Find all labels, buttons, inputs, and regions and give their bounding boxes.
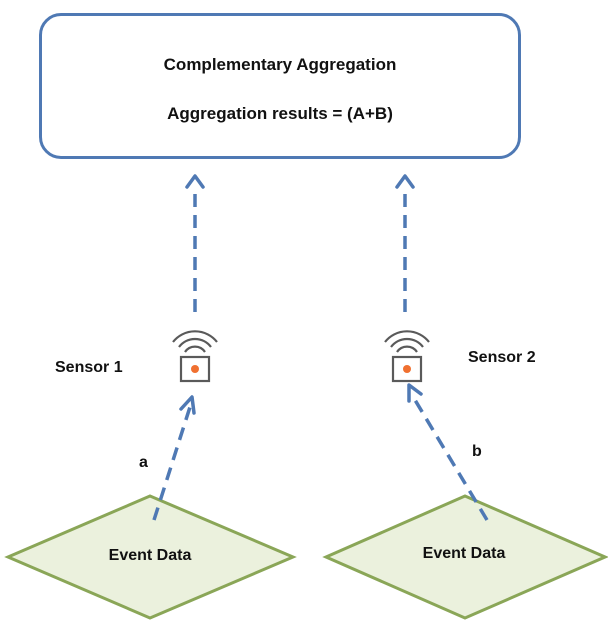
aggregation-formula: Aggregation results = (A+B) xyxy=(167,104,393,123)
arrow-event2-to-sensor2 xyxy=(407,383,489,521)
wireless-sensor-icon xyxy=(384,330,430,383)
sensor-1-label: Sensor 1 xyxy=(55,359,123,376)
event-data-diamond-2 xyxy=(322,494,608,620)
edge-label-a: a xyxy=(139,454,148,471)
edge-label-b: b xyxy=(472,443,482,460)
arrow-event1-to-sensor1 xyxy=(152,395,196,521)
complementary-aggregation-box: Complementary Aggregation Aggregation re… xyxy=(39,13,521,159)
aggregation-title: Complementary Aggregation xyxy=(163,55,397,74)
event-data-label-2: Event Data xyxy=(422,545,506,562)
event-data-label-1: Event Data xyxy=(108,547,192,564)
wireless-sensor-icon xyxy=(172,330,218,383)
event-data-diamond-1 xyxy=(4,494,297,620)
arrow-sensor2-to-aggregation xyxy=(395,174,415,312)
arrow-sensor1-to-aggregation xyxy=(185,174,205,312)
sensor-2-label: Sensor 2 xyxy=(468,349,536,366)
